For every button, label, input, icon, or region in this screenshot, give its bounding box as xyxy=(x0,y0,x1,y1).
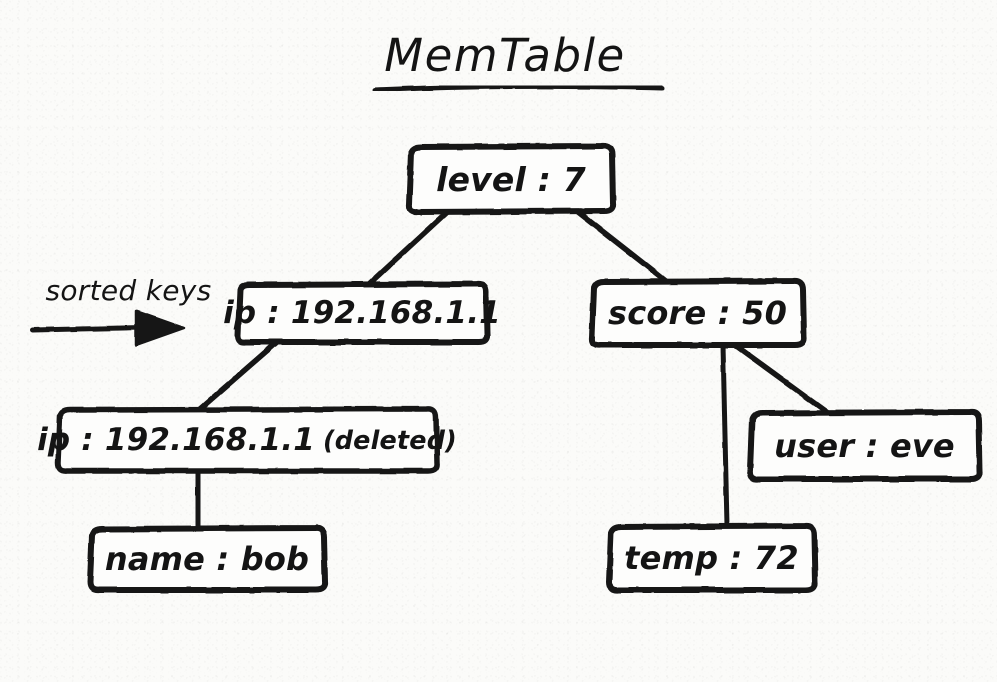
edge-root-to-ip-left xyxy=(367,209,450,286)
edge-layer xyxy=(195,209,830,531)
node-box-name xyxy=(87,524,329,594)
node-box-root xyxy=(405,142,617,216)
node-box-layer xyxy=(55,142,984,594)
sorted-keys-arrow-group xyxy=(29,309,186,347)
edge-score-to-user xyxy=(732,342,830,415)
edge-score-to-temp xyxy=(720,342,730,529)
node-box-ip-del xyxy=(55,406,440,474)
node-box-temp xyxy=(606,522,819,594)
edge-ip-left-to-ip-del xyxy=(197,339,280,412)
title-underline xyxy=(372,83,665,93)
node-box-user xyxy=(746,408,984,483)
node-box-ip-left xyxy=(235,280,491,346)
edge-root-to-score xyxy=(575,209,669,284)
title-underline-layer xyxy=(372,83,665,93)
node-box-score xyxy=(588,277,808,349)
right-arrow-icon-head xyxy=(134,309,186,347)
